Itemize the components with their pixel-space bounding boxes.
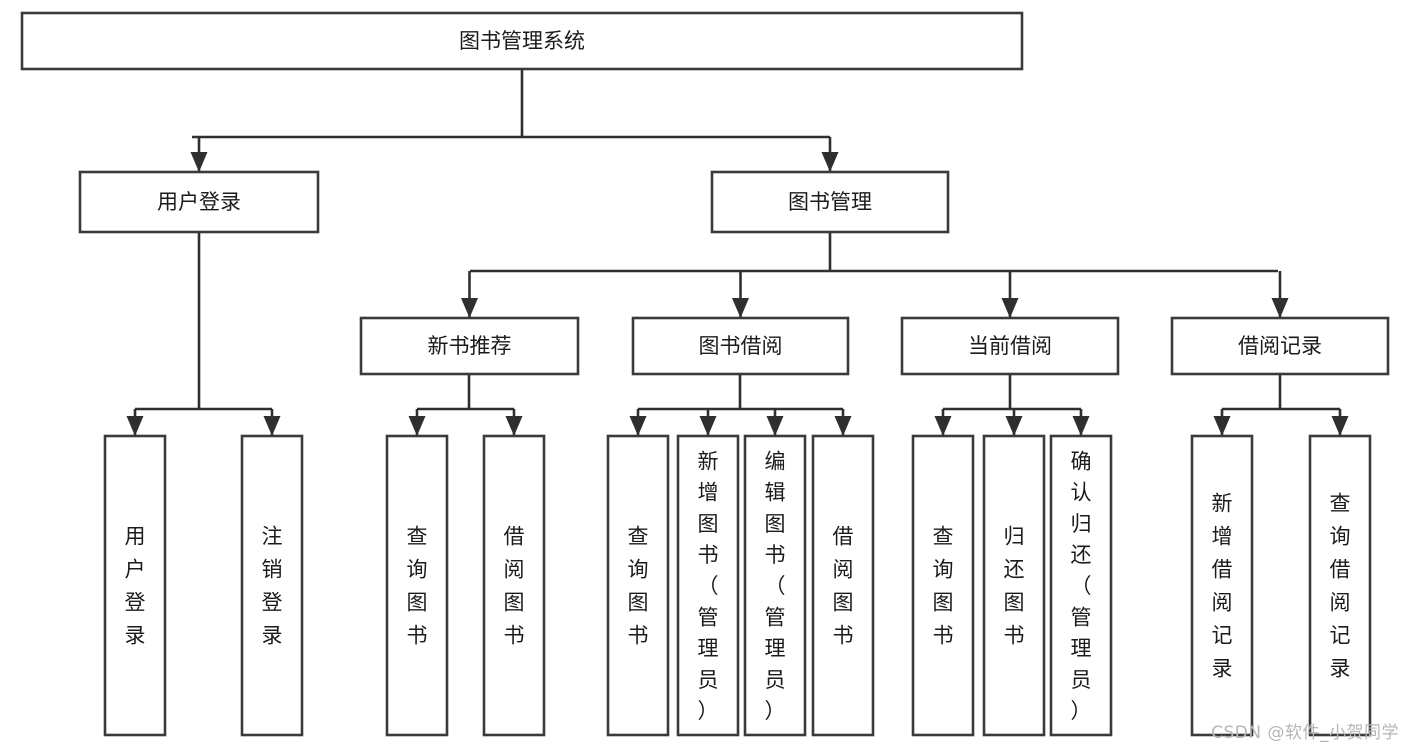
node-book-borrow[interactable]	[631, 316, 850, 376]
label-leaf-query-book-3: 查询图书	[933, 525, 954, 648]
label-leaf-edit-book: 编辑图书（管理员）	[765, 449, 786, 723]
node-leaf-query-book-3[interactable]	[911, 434, 975, 737]
arrow-head-icon	[1213, 416, 1231, 436]
node-leaf-borrow-book-1[interactable]	[482, 434, 546, 737]
arrow-head-icon	[699, 416, 717, 436]
label-leaf-user-logout: 注销登录	[262, 525, 283, 648]
label-leaf-confirm-return: 确认归还（管理员）	[1071, 449, 1092, 723]
node-leaf-add-record[interactable]	[1190, 434, 1254, 737]
node-book-manage[interactable]	[710, 170, 950, 234]
node-leaf-confirm-return[interactable]	[1049, 434, 1113, 737]
watermark-text: CSDN @软件_小贺同学	[1211, 723, 1399, 743]
arrow-head-icon	[766, 416, 784, 436]
label-leaf-borrow-book-1: 借阅图书	[504, 525, 525, 648]
arrow-head-icon	[1331, 416, 1349, 436]
label-leaf-user-login: 用户登录	[125, 525, 146, 648]
node-user-login[interactable]	[78, 170, 320, 234]
label-current-borrow: 当前借阅	[968, 334, 1052, 358]
arrow-head-icon	[1001, 298, 1019, 318]
label-borrow-record: 借阅记录	[1238, 334, 1322, 358]
label-leaf-add-record: 新增借阅记录	[1212, 492, 1233, 681]
arrow-head-icon	[461, 298, 478, 318]
label-root-system: 图书管理系统	[459, 29, 585, 53]
arrow-head-icon	[263, 416, 281, 436]
node-leaf-query-record[interactable]	[1308, 434, 1372, 737]
arrow-head-icon	[1271, 298, 1289, 318]
node-new-book-recommend[interactable]	[359, 316, 580, 376]
arrow-head-icon	[1005, 416, 1023, 436]
node-current-borrow[interactable]	[900, 316, 1120, 376]
node-leaf-return-book[interactable]	[982, 434, 1046, 737]
arrow-head-icon	[505, 416, 523, 436]
node-leaf-query-book-1[interactable]	[385, 434, 449, 737]
arrow-head-icon	[821, 152, 839, 172]
arrow-head-icon	[834, 416, 852, 436]
arrow-head-icon	[190, 152, 208, 172]
node-leaf-user-login[interactable]	[103, 434, 167, 737]
node-root-system[interactable]	[20, 11, 1024, 71]
node-leaf-edit-book[interactable]	[743, 434, 807, 737]
arrow-head-icon	[1072, 416, 1090, 436]
node-leaf-query-book-2[interactable]	[606, 434, 670, 737]
node-leaf-user-logout[interactable]	[240, 434, 304, 737]
label-book-manage: 图书管理	[788, 190, 872, 214]
label-leaf-query-book-1: 查询图书	[407, 525, 428, 648]
arrow-head-icon	[732, 298, 749, 318]
label-leaf-query-record: 查询借阅记录	[1330, 492, 1351, 681]
label-leaf-add-book: 新增图书（管理员）	[698, 449, 719, 723]
arrow-head-icon	[934, 416, 952, 436]
label-user-login: 用户登录	[157, 190, 241, 214]
arrow-head-icon	[126, 416, 144, 436]
label-leaf-query-book-2: 查询图书	[628, 525, 649, 648]
node-leaf-borrow-book-2[interactable]	[811, 434, 875, 737]
label-new-book-recommend: 新书推荐	[428, 334, 512, 358]
label-leaf-borrow-book-2: 借阅图书	[833, 525, 854, 648]
arrow-head-icon	[629, 416, 647, 436]
node-leaf-add-book[interactable]	[676, 434, 740, 737]
label-book-borrow: 图书借阅	[699, 334, 783, 358]
arrow-head-icon	[408, 416, 426, 436]
label-leaf-return-book: 归还图书	[1004, 525, 1025, 648]
node-borrow-record[interactable]	[1170, 316, 1390, 376]
